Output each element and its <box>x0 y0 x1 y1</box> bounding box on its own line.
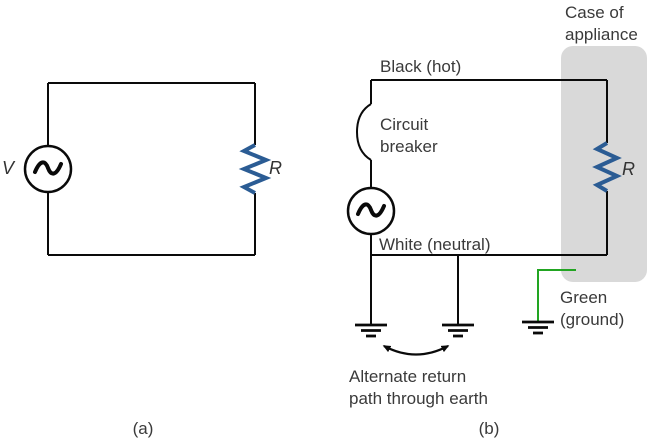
panel-b-caption: (b) <box>478 419 500 438</box>
ground-icon-case <box>522 320 554 335</box>
resistor-label-a: R <box>269 158 282 178</box>
circuit-breaker-label: Circuit breaker <box>380 115 438 156</box>
appliance-case-label: Case of appliance <box>565 3 638 44</box>
sine-wave-icon <box>33 160 63 176</box>
ground-wire-label: Green (ground) <box>560 288 625 329</box>
earth-return-note: Alternate return path through earth <box>349 367 488 408</box>
alternate-path-arrow-icon <box>382 345 450 356</box>
resistor-label-b: R <box>622 159 635 179</box>
hot-wire-label: Black (hot) <box>380 57 462 76</box>
resistor-icon-b <box>592 141 622 193</box>
ground-symbols <box>355 320 554 338</box>
sine-wave-icon-b <box>356 202 386 218</box>
voltage-source-label: V <box>2 158 15 178</box>
panel-a-wires <box>23 82 256 256</box>
green-ground-wire <box>537 269 576 322</box>
panel-a-caption: (a) <box>132 419 154 438</box>
ground-icon-neutral <box>442 323 474 338</box>
ground-icon-source <box>355 323 387 338</box>
panel-b-wires <box>346 79 608 325</box>
resistor-icon-a <box>238 143 272 195</box>
neutral-wire-label: White (neutral) <box>379 235 491 254</box>
circuit-breaker-icon <box>355 103 372 161</box>
